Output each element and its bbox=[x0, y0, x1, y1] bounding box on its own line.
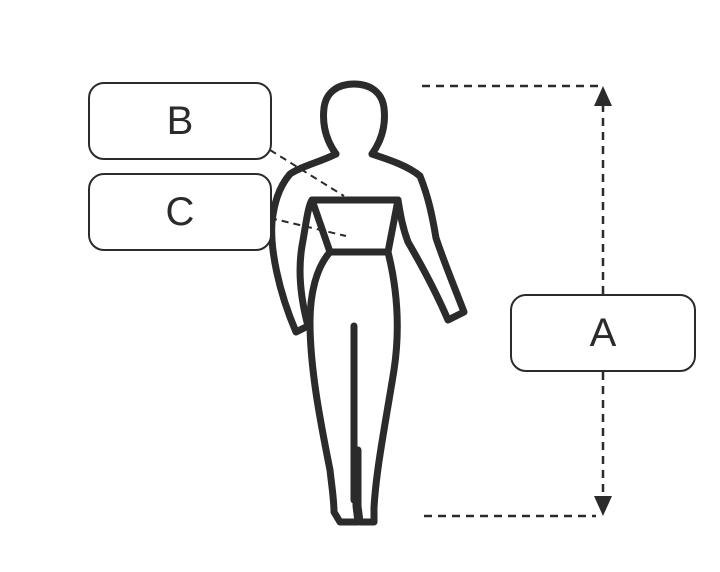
label-a-text: A bbox=[589, 311, 617, 355]
figure-right-arm bbox=[368, 150, 468, 324]
label-box-a: A bbox=[510, 294, 696, 372]
label-box-c: C bbox=[88, 173, 272, 251]
label-c-text: C bbox=[165, 190, 195, 234]
human-figure bbox=[268, 80, 468, 526]
label-box-b: B bbox=[88, 82, 272, 160]
height-measure bbox=[422, 84, 605, 518]
figure-head bbox=[320, 80, 388, 158]
figure-bandeau-top bbox=[308, 196, 402, 256]
arrowhead-down-icon bbox=[594, 496, 612, 516]
pointer-line-c bbox=[269, 217, 347, 237]
pointer-line-b bbox=[269, 149, 345, 197]
arrowheads bbox=[594, 86, 612, 516]
figure-upper-body bbox=[268, 150, 340, 336]
label-b-text: B bbox=[166, 99, 194, 143]
arrowhead-up-icon bbox=[594, 86, 612, 106]
pointer-lines bbox=[269, 149, 347, 237]
